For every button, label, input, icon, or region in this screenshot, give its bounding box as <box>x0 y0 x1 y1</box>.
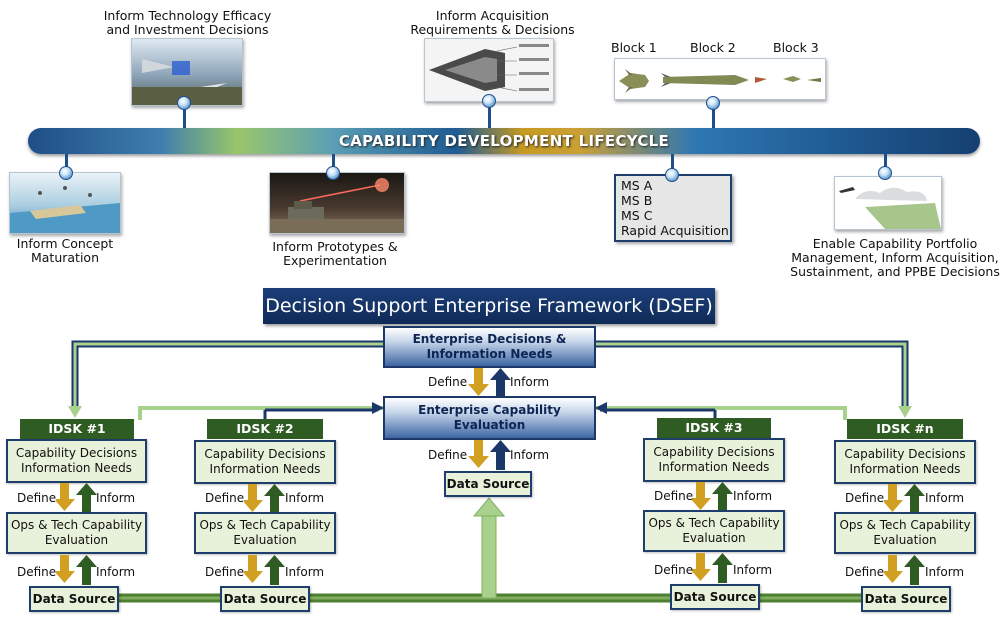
idsk-2-arrows-top <box>244 484 285 514</box>
idsk-n-define-2: Define <box>845 565 885 579</box>
idsk-2-inform-2: Inform <box>285 565 325 579</box>
enterprise-inform-label-1: Inform <box>510 375 550 389</box>
pin-blocks-icon <box>706 96 720 110</box>
enterprise-eval-box: Enterprise Capability Evaluation <box>383 396 596 440</box>
idsk-2-define-2: Define <box>205 565 245 579</box>
prototype-image <box>269 172 405 234</box>
stem-proto <box>332 154 335 172</box>
milestone-a: MS A <box>621 178 653 193</box>
stem-acq <box>488 100 491 128</box>
stem-blocks <box>712 98 715 128</box>
idsk-3-eval-box: Ops & Tech Capability Evaluation <box>643 510 785 552</box>
idsk-3-inform-1: Inform <box>733 489 773 503</box>
idsk-n-decisions-box: Capability Decisions Information Needs <box>834 440 976 484</box>
block-2-label: Block 2 <box>690 40 736 55</box>
pin-proto-icon <box>326 166 340 180</box>
idsk-3-decisions-box: Capability Decisions Information Needs <box>643 438 785 482</box>
enterprise-arrows <box>468 368 511 470</box>
portfolio-caption: Enable Capability Portfolio Management, … <box>790 236 1000 279</box>
enterprise-inform-label-2: Inform <box>510 448 550 462</box>
idsk-2-data-source-box: Data Source <box>220 586 310 612</box>
idsk-3-data-source-box: Data Source <box>670 584 760 610</box>
idsk-2-label: IDSK #2 <box>207 419 323 439</box>
idsk-n-arrows-bottom <box>884 555 925 585</box>
idsk-n-define-1: Define <box>845 491 885 505</box>
pin-concept-icon <box>59 166 73 180</box>
idsk-1-arrows-top <box>56 483 97 513</box>
idsk-2-decisions-box: Capability Decisions Information Needs <box>194 440 336 484</box>
lifecycle-bar: CAPABILITY DEVELOPMENT LIFECYCLE <box>28 128 980 154</box>
idsk-n-inform-1: Inform <box>925 491 965 505</box>
stem-tech <box>183 104 186 128</box>
idsk-3-inform-2: Inform <box>733 563 773 577</box>
idsk-1-data-source-box: Data Source <box>29 586 119 612</box>
idsk-n-arrows-top <box>884 484 925 514</box>
enterprise-data-source-box: Data Source <box>444 471 532 497</box>
idsk-3-arrows-top <box>692 482 733 512</box>
idsk-3-arrows-bottom <box>692 553 733 583</box>
milestone-b: MS B <box>621 193 653 208</box>
idsk-2-eval-box: Ops & Tech Capability Evaluation <box>194 512 336 554</box>
stem-ms <box>671 154 674 170</box>
idsk-1-inform-2: Inform <box>96 565 136 579</box>
pin-ms-icon <box>665 168 679 182</box>
idsk-2-inform-1: Inform <box>285 491 325 505</box>
concept-caption: Inform Concept Maturation <box>16 236 114 265</box>
idsk-2-arrows-bottom <box>244 555 285 585</box>
missile-blocks-image <box>614 58 826 100</box>
dsef-title: Decision Support Enterprise Framework (D… <box>263 288 715 324</box>
idsk-1-arrows-bottom <box>56 555 97 585</box>
milestone-rapid: Rapid Acquisition <box>621 223 729 238</box>
idsk-3-label: IDSK #3 <box>657 418 771 438</box>
lifecycle-title: CAPABILITY DEVELOPMENT LIFECYCLE <box>338 132 670 150</box>
idsk-n-inform-2: Inform <box>925 565 965 579</box>
idsk-1-eval-box: Ops & Tech Capability Evaluation <box>6 512 147 554</box>
pin-portfolio-icon <box>878 166 892 180</box>
pin-acq-icon <box>482 94 496 108</box>
idsk-1-decisions-box: Capability Decisions Information Needs <box>6 439 147 483</box>
milestone-box: MS A MS B MS C Rapid Acquisition <box>614 174 732 242</box>
pin-tech-icon <box>177 96 191 110</box>
milestone-c: MS C <box>621 208 653 223</box>
stem-concept <box>65 154 68 172</box>
stem-portfolio <box>884 154 887 172</box>
idsk-n-eval-box: Ops & Tech Capability Evaluation <box>834 512 976 554</box>
enterprise-define-label-2: Define <box>428 448 468 462</box>
idsk-n-data-source-box: Data Source <box>861 586 951 612</box>
idsk-1-define-2: Define <box>17 565 57 579</box>
tech-efficacy-caption: Inform Technology Efficacy and Investmen… <box>103 8 272 37</box>
prototype-caption: Inform Prototypes & Experimentation <box>272 239 398 268</box>
idsk-3-define-2: Define <box>654 563 694 577</box>
block-3-label: Block 3 <box>773 40 819 55</box>
idsk-1-label: IDSK #1 <box>20 419 134 439</box>
portfolio-image <box>834 176 942 230</box>
concept-image <box>9 172 121 234</box>
enterprise-decisions-box: Enterprise Decisions & Information Needs <box>383 326 596 368</box>
enterprise-define-label-1: Define <box>428 375 468 389</box>
block-1-label: Block 1 <box>611 40 657 55</box>
idsk-1-inform-1: Inform <box>96 491 136 505</box>
acquisition-caption: Inform Acquisition Requirements & Decisi… <box>410 8 575 37</box>
idsk-3-define-1: Define <box>654 489 694 503</box>
idsk-1-define-1: Define <box>17 491 57 505</box>
idsk-n-label: IDSK #n <box>847 419 963 439</box>
idsk-2-define-1: Define <box>205 491 245 505</box>
